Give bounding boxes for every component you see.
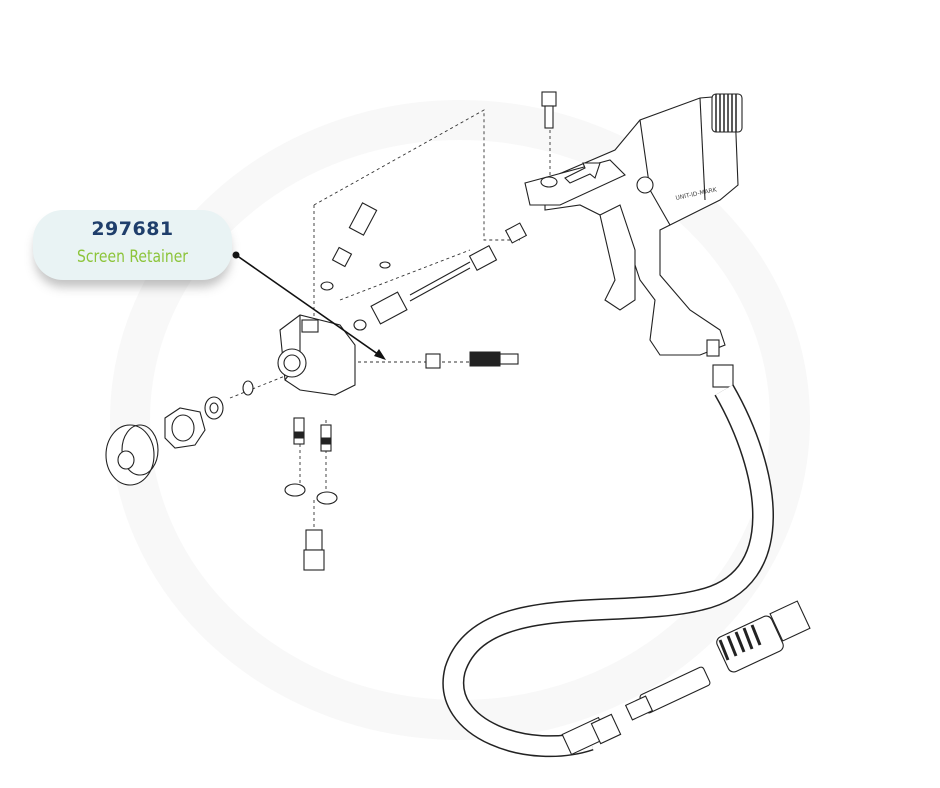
gun-body: UNIT-ID-MARK	[524, 91, 743, 357]
part-name: Screen Retainer	[76, 247, 189, 267]
manifold-block	[277, 314, 356, 396]
air-hose	[442, 364, 774, 758]
callout-leader	[232, 251, 386, 360]
direction-arrow-icon	[564, 162, 601, 184]
part-callout: 297681 Screen Retainer	[33, 210, 232, 280]
nozzle-parts	[105, 380, 254, 486]
trigger	[599, 204, 636, 311]
valve-stem	[348, 202, 378, 236]
part-number: 297681	[91, 218, 174, 240]
needle-assembly	[320, 202, 528, 331]
quick-coupler	[624, 600, 811, 721]
hose-nut	[712, 364, 734, 388]
lower-fasteners	[284, 417, 338, 571]
side-fitting	[425, 351, 519, 369]
